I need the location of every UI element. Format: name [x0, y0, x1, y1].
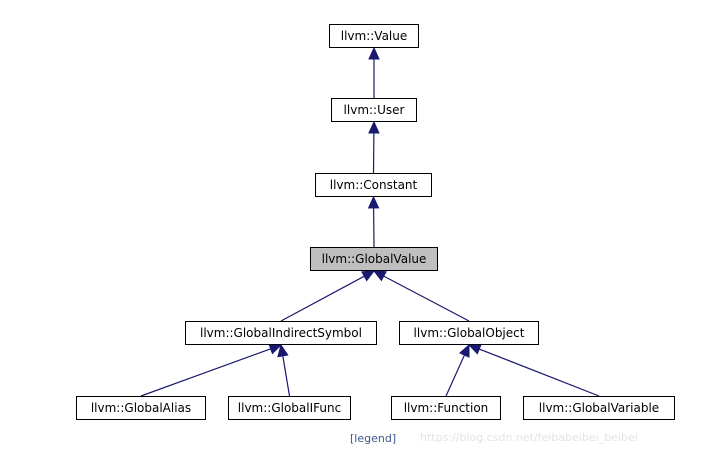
node-llvm-function[interactable]: llvm::Function	[391, 396, 501, 420]
arrowhead-globalobject-to-globalvalue	[372, 270, 387, 282]
arrowhead-globalvalue-to-constant	[367, 195, 380, 209]
node-llvm-value[interactable]: llvm::Value	[329, 24, 419, 48]
legend-link[interactable]: [legend]	[350, 432, 397, 445]
node-llvm-globalifunc[interactable]: llvm::GlobalIFunc	[228, 396, 351, 420]
node-llvm-globalvariable[interactable]: llvm::GlobalVariable	[523, 396, 675, 420]
arrowhead-globalindirectsymbol-to-globalvalue	[361, 270, 376, 282]
arrowhead-constant-to-user	[368, 120, 380, 134]
edge-globalindirectsymbol-to-globalvalue	[280, 275, 365, 322]
node-llvm-globalindirectsymbol[interactable]: llvm::GlobalIndirectSymbol	[185, 321, 377, 345]
arrowhead-globalvariable-to-globalobject	[467, 343, 482, 355]
node-llvm-globalobject[interactable]: llvm::GlobalObject	[399, 321, 539, 345]
edge-globalvariable-to-globalobject	[479, 348, 600, 397]
watermark-text: https://blog.csdn.net/feibabeibei_beibei	[420, 431, 638, 444]
edge-function-to-globalobject	[445, 354, 466, 397]
node-llvm-globalvalue: llvm::GlobalValue	[310, 247, 438, 271]
node-llvm-globalalias[interactable]: llvm::GlobalAlias	[76, 396, 206, 420]
arrowhead-globalifunc-to-globalindirectsymbol	[277, 343, 289, 358]
edge-globalobject-to-globalvalue	[383, 275, 470, 322]
node-llvm-user[interactable]: llvm::User	[331, 98, 417, 122]
edge-globalalias-to-globalindirectsymbol	[140, 348, 271, 397]
arrowhead-user-to-value	[368, 46, 380, 60]
edge-globalifunc-to-globalindirectsymbol	[282, 355, 291, 397]
node-llvm-constant[interactable]: llvm::Constant	[315, 173, 432, 197]
arrowhead-function-to-globalobject	[458, 343, 470, 358]
